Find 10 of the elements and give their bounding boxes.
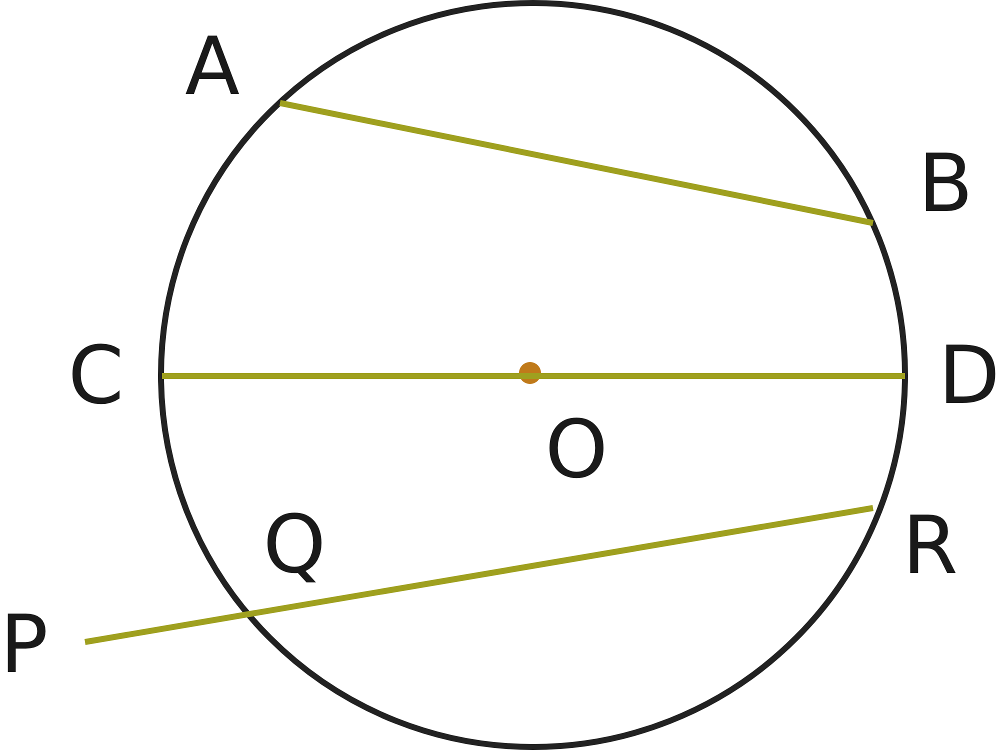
point-label: R <box>902 506 958 586</box>
point-label: D <box>938 336 1000 416</box>
point-label: O <box>545 410 608 490</box>
point-label: Q <box>263 505 326 585</box>
line-segment <box>162 373 905 379</box>
line-segment <box>84 505 874 645</box>
point-label: A <box>185 26 240 106</box>
point-label: P <box>0 605 48 685</box>
point-label: C <box>68 336 124 416</box>
point-label: B <box>918 144 973 224</box>
